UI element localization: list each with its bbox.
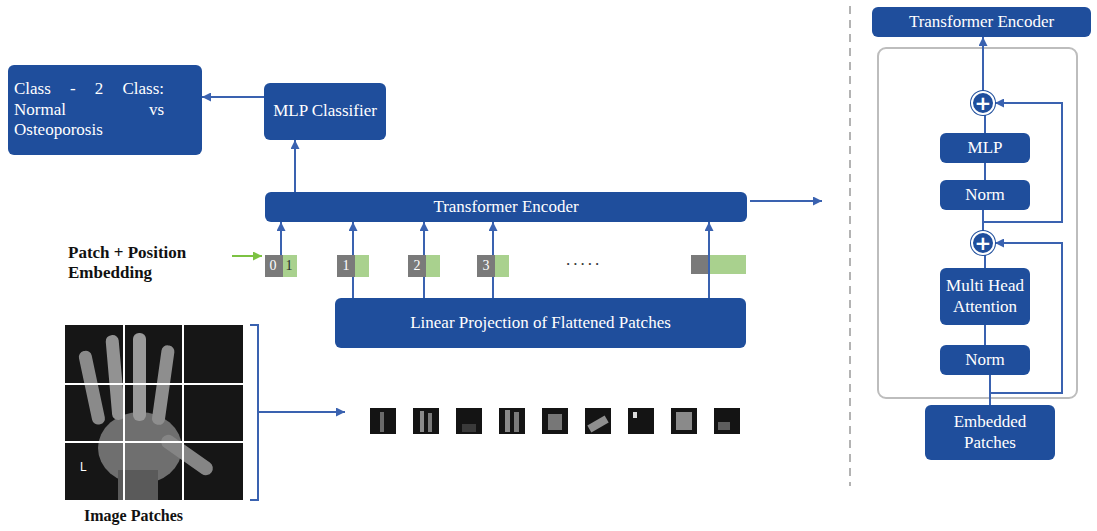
encoder-frame: [878, 48, 1077, 398]
connector-arrow: [492, 222, 494, 255]
node-text: 2: [408, 259, 426, 273]
connector-arrow: [984, 163, 986, 180]
embedding-pointer: [232, 255, 262, 257]
connector-arrow: [492, 277, 494, 298]
norm-box: Norm: [940, 345, 1030, 375]
mlp-box: MLP: [940, 133, 1030, 163]
node-text: Norm: [965, 185, 1005, 205]
token-gray: [691, 255, 709, 274]
attention-box: Multi Head Attention: [940, 268, 1030, 325]
connector-arrow: [202, 96, 264, 98]
classifier-box: MLP Classifier: [264, 83, 386, 140]
divider-line: [849, 6, 851, 486]
node-text: MLP: [968, 138, 1003, 158]
node-text: Norm: [965, 350, 1005, 370]
connector-arrow: [352, 277, 354, 298]
connector-arrow: [352, 222, 354, 255]
token-green: [709, 255, 746, 274]
annotation-label: Patch + Position Embedding: [68, 243, 233, 282]
input-box: Embedded Patches: [925, 405, 1055, 460]
connector-arrow: [982, 37, 984, 91]
token-pair: 01: [265, 255, 297, 277]
bracket-arrow: [258, 411, 345, 413]
token-pair: 2: [408, 255, 440, 277]
norm-box: Norm: [940, 180, 1030, 210]
detail-arrow: [750, 200, 822, 202]
node-text: 1: [337, 259, 355, 273]
connector-arrow: [423, 222, 425, 255]
bracket: [250, 325, 258, 500]
xray-image: [65, 325, 243, 500]
node-text: 3: [477, 259, 495, 273]
token-arrow: [708, 222, 710, 298]
output-box: Class - 2 Class: Normal vs Osteoporosis: [8, 65, 202, 155]
node-text: Transformer Encoder: [909, 12, 1054, 32]
add-circle: +: [971, 231, 995, 255]
node-text: 1: [281, 259, 297, 273]
marker-letter: L: [80, 460, 94, 474]
patch-strip: [370, 408, 740, 434]
node-text: Class - 2 Class: Normal vs Osteoporosis: [14, 79, 164, 140]
add-circle: +: [971, 91, 995, 115]
token-pair: 3: [477, 255, 509, 277]
connector-arrow: [984, 325, 986, 345]
connector-arrow: [984, 255, 986, 268]
projection-box: Linear Projection of Flattened Patches: [335, 298, 746, 348]
node-text: Embedded Patches: [931, 412, 1049, 453]
node-text: +: [975, 93, 992, 113]
encoder-title-box: Transformer Encoder: [872, 7, 1091, 37]
token-pair: 1: [337, 255, 369, 277]
connector-arrow: [983, 103, 1062, 231]
node-text: Transformer Encoder: [433, 197, 578, 217]
node-text: MLP Classifier: [273, 101, 377, 121]
node-text: 0: [265, 259, 281, 273]
encoder-bar: Transformer Encoder: [265, 192, 747, 222]
connector-arrow: [280, 222, 282, 255]
node-text: Multi Head Attention: [946, 276, 1024, 317]
node-text: Linear Projection of Flattened Patches: [410, 313, 671, 333]
node-text: +: [975, 233, 992, 253]
ellipsis-label: .....: [566, 250, 626, 270]
connector-arrow: [294, 140, 296, 192]
connector-arrow: [984, 115, 986, 133]
caption-label: Image Patches: [84, 507, 224, 525]
connector-arrow: [423, 277, 425, 298]
